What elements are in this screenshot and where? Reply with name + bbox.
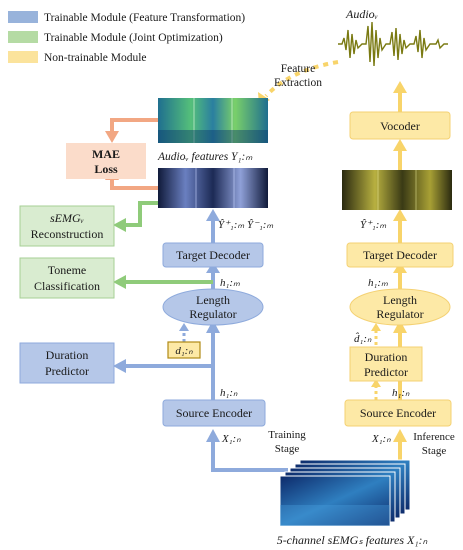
length-regulator-ellipse: Length Regulator: [162, 288, 264, 326]
legend-label-blue: Trainable Module (Feature Transformation…: [44, 12, 245, 24]
duration-input-arrowhead: [113, 359, 126, 373]
r-length-regulator-label-1: Length: [383, 293, 417, 307]
semg-reconstruction-label-2: Reconstruction: [31, 227, 104, 241]
h1n-arrowhead: [206, 320, 220, 333]
duration-predictor-box: Duration Predictor: [19, 342, 115, 384]
inference-spectrogram: [342, 170, 452, 210]
feature-extraction-dashed-arrow: [264, 60, 339, 98]
mae-loss-label-2: Loss: [94, 162, 118, 176]
vocoder-output-arrowhead: [393, 81, 407, 93]
r-duration-predictor-box: Duration Predictor: [349, 346, 423, 382]
feature-extraction-label-2: Extraction: [274, 77, 322, 89]
r-source-encoder-label: Source Encoder: [360, 406, 436, 420]
r-source-encoder-box: Source Encoder: [344, 399, 452, 427]
vocoder-box: Vocoder: [349, 111, 451, 140]
legend-swatch-blue: [8, 11, 38, 23]
d1n-label: d₁:ₙ: [175, 345, 193, 357]
h1m-label: h₁:ₘ: [220, 277, 240, 289]
audio-v-label: Audioᵥ: [345, 7, 378, 21]
x1n-label: X₁:ₙ: [221, 433, 241, 445]
legend-swatch-yellow: [8, 51, 38, 63]
d1n-dashed-arrowhead: [179, 323, 189, 331]
training-stage-label-2: Stage: [275, 443, 300, 455]
r-duration-predictor-label-2: Predictor: [364, 365, 408, 379]
length-regulator-label-2: Regulator: [189, 307, 236, 321]
legend-label-green: Trainable Module (Joint Optimization): [44, 32, 223, 44]
r-length-regulator-label-2: Regulator: [376, 307, 423, 321]
toneme-classification-label-2: Classification: [34, 279, 100, 293]
training-input-arrowhead: [206, 429, 220, 442]
predicted-spectrogram-caption: Ŷ⁺₁:ₘ Ŷ⁻₁:ₘ: [218, 219, 273, 231]
feature-extraction-label-1: Feature: [281, 63, 315, 75]
r-length-regulator-ellipse: Length Regulator: [349, 288, 451, 326]
arrows: [105, 60, 407, 472]
duration-predictor-label-1: Duration: [46, 348, 89, 362]
r-x1n-label: X₁:ₙ: [371, 433, 391, 445]
mae-arrow-top: [110, 118, 158, 133]
training-input-arrow: [211, 440, 288, 472]
semg-reconstruction-box: sEMGᵥ Reconstruction: [19, 205, 115, 247]
d1n-box: d₁:ₙ: [167, 341, 201, 359]
input-features-caption: 5-channel sEMGₛ features X₁:ₙ: [277, 533, 428, 547]
inference-stage-label-2: Stage: [422, 445, 447, 457]
legend-label-yellow: Non-trainable Module: [44, 52, 147, 64]
source-encoder-label: Source Encoder: [176, 406, 252, 420]
semg-reconstruction-label-1: sEMGᵥ: [50, 211, 84, 225]
reconstruction-arrow: [124, 201, 158, 227]
r-dhat-dashed-arrowhead: [371, 323, 381, 331]
legend-swatch-green: [8, 31, 38, 43]
target-decoder-box: Target Decoder: [162, 242, 264, 268]
r-h1m-label: h₁:ₘ: [368, 277, 388, 289]
r-h1n-arrowhead: [393, 320, 407, 333]
r-d-hat-label: d̂₁:ₙ: [354, 332, 372, 345]
r-y-hat-label: Ŷ⁺₁:ₘ: [360, 219, 386, 231]
mae-loss-label-1: MAE: [92, 147, 120, 161]
r-h1n-label: h₁:ₙ: [392, 387, 410, 399]
input-spectrogram-stack: [279, 459, 411, 527]
r-decoder-output-arrowhead: [393, 209, 407, 221]
training-stage-label-1: Training: [268, 429, 306, 441]
decoder-output-arrowhead: [206, 209, 220, 221]
audio-waveform: [338, 21, 448, 67]
inference-stage-label-1: Inference: [413, 431, 455, 443]
r-target-decoder-box: Target Decoder: [346, 242, 454, 268]
h1n-label: h₁:ₙ: [220, 387, 238, 399]
r-target-decoder-label: Target Decoder: [363, 248, 437, 262]
reconstruction-arrowhead: [113, 218, 126, 232]
toneme-arrowhead: [113, 275, 126, 289]
target-decoder-label: Target Decoder: [176, 248, 250, 262]
legend: Trainable Module (Feature Transformation…: [8, 11, 245, 64]
audio-features-caption: Audioᵥ features Y₁:ₘ: [157, 151, 253, 163]
duration-predictor-label-2: Predictor: [45, 364, 89, 378]
r-duration-dashed-arrowhead: [371, 379, 381, 387]
audio-features-spectrogram: [158, 98, 268, 143]
vocoder-label: Vocoder: [380, 119, 420, 133]
r-duration-predictor-label-1: Duration: [365, 350, 408, 364]
mae-arrow-bottom: [110, 178, 158, 190]
toneme-classification-box: Toneme Classification: [19, 257, 115, 299]
toneme-classification-label-1: Toneme: [48, 263, 86, 277]
length-regulator-label-1: Length: [196, 293, 230, 307]
r-spectrogram-to-vocoder-arrowhead: [393, 139, 407, 151]
inference-input-arrowhead: [393, 429, 407, 442]
mae-arrowhead-top: [105, 131, 119, 143]
source-encoder-box: Source Encoder: [162, 399, 266, 427]
predicted-spectrogram: [158, 168, 268, 208]
mae-loss-box: MAE Loss: [66, 143, 146, 179]
